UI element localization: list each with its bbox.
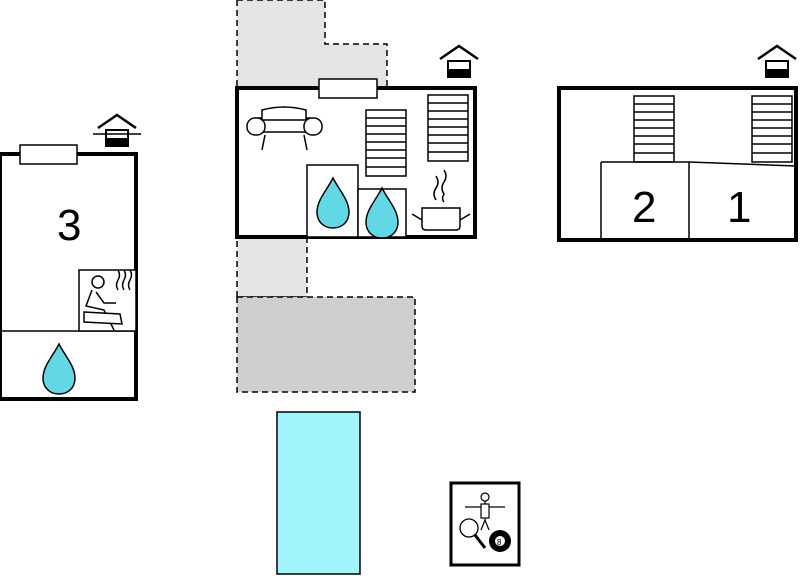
stairs-icon (633, 95, 675, 163)
cooking-pot-icon (411, 169, 471, 231)
stairs-icon (427, 94, 469, 162)
window (318, 78, 378, 99)
stairs-icon (365, 109, 407, 177)
swimming-pool (276, 411, 361, 575)
stairs-icon (751, 95, 793, 163)
sauna-icon (78, 269, 137, 332)
house-level-icon (93, 113, 141, 148)
house-level-icon (438, 44, 480, 79)
svg-text:8: 8 (497, 538, 502, 547)
side-terrace (236, 236, 308, 298)
left-building: 3 (0, 144, 138, 401)
bedroom-3-number: 3 (57, 201, 81, 250)
right-building: 2 1 (557, 86, 798, 242)
lower-terrace (236, 296, 416, 393)
sofa-icon (246, 106, 323, 151)
house-level-icon (756, 44, 798, 79)
middle-building (235, 78, 477, 239)
bedroom-2-number: 2 (632, 183, 656, 232)
table-tennis-foosball-billiards-icon: 8 (449, 481, 521, 567)
window (19, 144, 78, 165)
upper-terrace (236, 0, 388, 89)
bedroom-1-number: 1 (727, 183, 751, 232)
